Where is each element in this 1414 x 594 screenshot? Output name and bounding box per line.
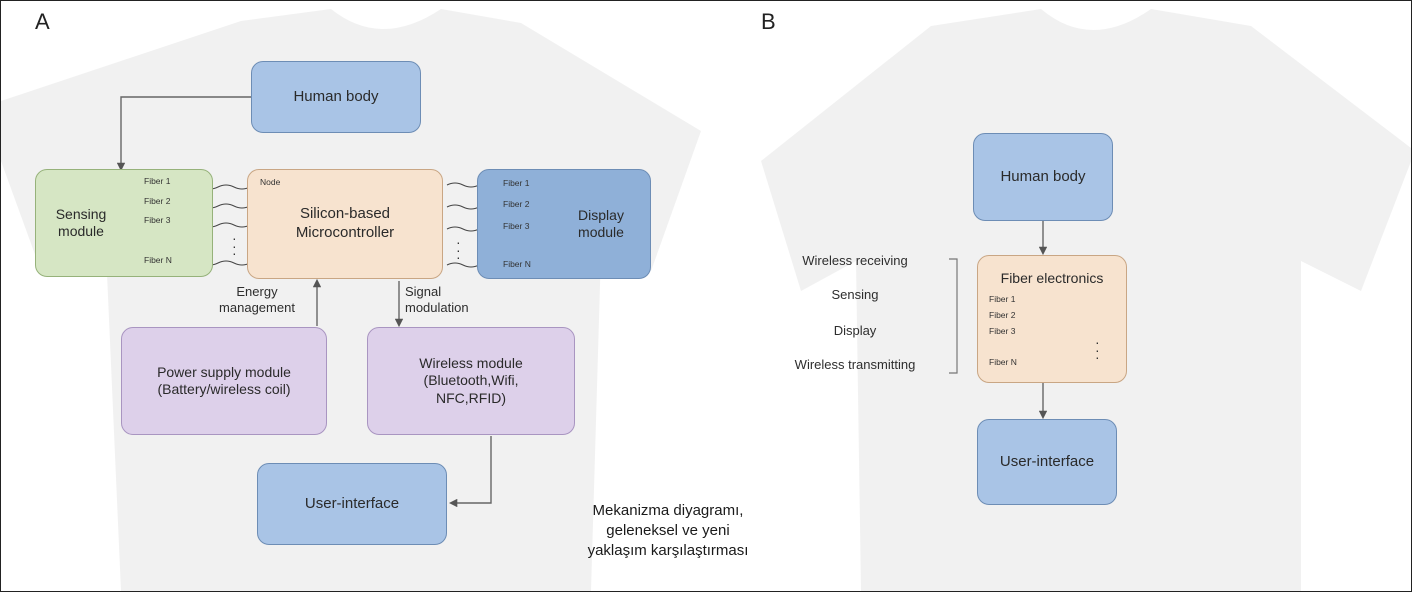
user-interface-label-a: User-interface (304, 494, 400, 512)
display-fiber-2: Fiber 2 (503, 199, 530, 209)
user-interface-box-a: User-interface (257, 463, 447, 545)
user-interface-box-b: User-interface (977, 419, 1117, 505)
fiber-electronics-box: Fiber electronics (977, 255, 1127, 383)
user-interface-label-b: User-interface (999, 452, 1095, 470)
caption-line-3: yaklaşım karşılaştırması (587, 541, 749, 559)
power-supply-subtitle: (Battery/wireless coil) (157, 381, 291, 397)
display-module-box: Display module (477, 169, 651, 279)
b-fiber-ellipsis: ··· (1095, 334, 1100, 366)
sensing-fiber-ellipsis: ··· (232, 230, 237, 262)
function-sensing: Sensing (831, 287, 879, 302)
sensing-module-box: Sensing module (35, 169, 213, 277)
caption-line-1: Mekanizma diyagramı, (592, 502, 744, 519)
b-fiber-3: Fiber 3 (989, 326, 1016, 336)
display-fiber-1: Fiber 1 (503, 178, 530, 188)
power-supply-box: Power supply module (Battery/wireless co… (121, 327, 327, 435)
function-wireless-receiving: Wireless receiving (802, 253, 908, 268)
display-module-label: Display module (578, 206, 624, 241)
fiber-electronics-label: Fiber electronics (1000, 270, 1104, 286)
sensing-fiber-3: Fiber 3 (144, 215, 171, 225)
panel-a-letter: A (35, 9, 50, 34)
node-label: Node (260, 177, 281, 187)
microcontroller-label: Silicon-based Microcontroller (295, 205, 395, 241)
sensing-fiber-1: Fiber 1 (144, 176, 171, 186)
function-wireless-transmitting: Wireless transmitting (794, 357, 916, 372)
display-fiber-ellipsis: ··· (456, 234, 461, 266)
b-fiber-n: Fiber N (989, 357, 1017, 367)
panel-b-letter: B (761, 9, 776, 34)
energy-management-label: Energy management (219, 284, 295, 315)
power-supply-title: Power supply module (157, 363, 291, 380)
sensing-fiber-n: Fiber N (144, 255, 172, 265)
human-body-box-b: Human body (973, 133, 1113, 221)
sensing-fiber-2: Fiber 2 (144, 196, 171, 206)
wireless-module-box: Wireless module (Bluetooth,Wifi, NFC,RFI… (367, 327, 575, 435)
sensing-module-label: Sensing module (55, 205, 107, 240)
wireless-module-subtitle: (Bluetooth,Wifi, NFC,RFID) (423, 372, 519, 406)
wireless-module-title: Wireless module (419, 354, 523, 371)
human-body-box-a: Human body (251, 61, 421, 133)
human-body-label-a: Human body (293, 87, 379, 105)
b-fiber-2: Fiber 2 (989, 310, 1016, 320)
display-fiber-n: Fiber N (503, 259, 531, 269)
figure-caption: Mekanizma diyagramı, geleneksel ve yeni … (549, 501, 787, 560)
signal-modulation-label: Signal modulation (405, 284, 469, 315)
b-fiber-1: Fiber 1 (989, 294, 1016, 304)
caption-line-2: geleneksel ve yeni (606, 521, 730, 539)
display-fiber-3: Fiber 3 (503, 221, 530, 231)
human-body-label-b: Human body (1000, 167, 1086, 185)
microcontroller-box: Silicon-based Microcontroller (247, 169, 443, 279)
function-display: Display (833, 323, 877, 338)
